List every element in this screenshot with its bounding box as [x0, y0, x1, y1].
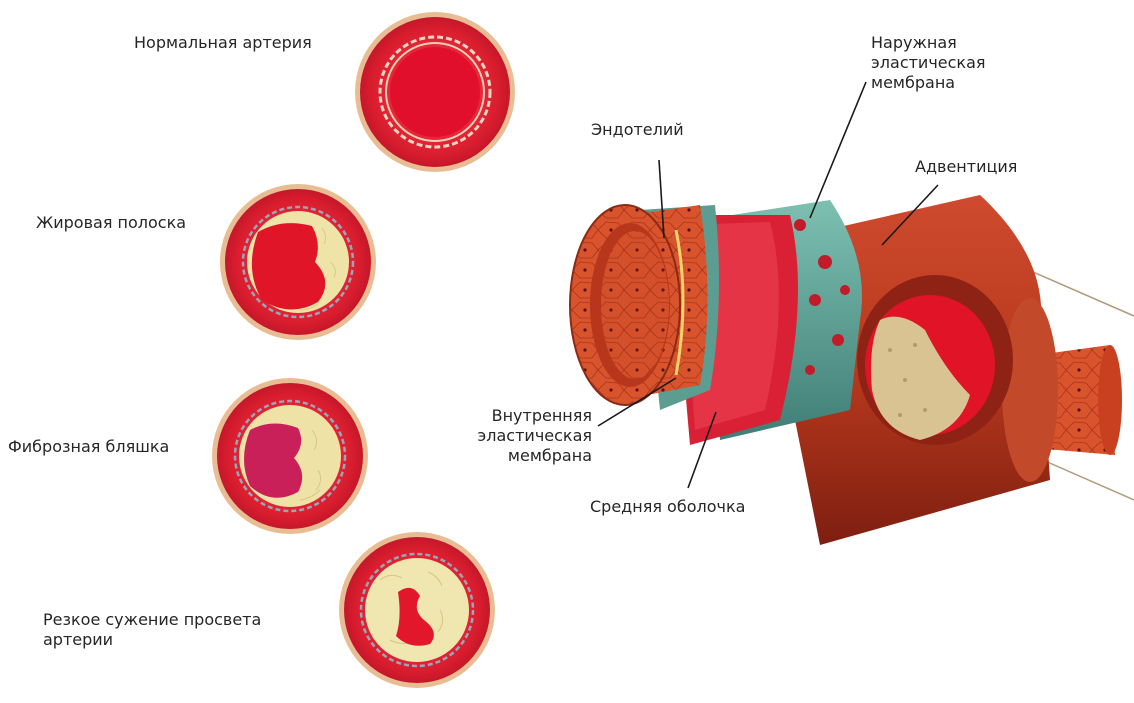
label-internal-elastic-line-3: мембрана	[440, 446, 592, 466]
label-fibrous-plaque: Фиброзная бляшка	[8, 437, 169, 457]
label-narrowing-line-2: артерии	[43, 630, 261, 650]
label-fatty-streak: Жировая полоска	[36, 213, 186, 233]
label-narrowing: Резкое сужение просвета артерии	[43, 610, 261, 650]
label-external-elastic-line-3: мембрана	[871, 73, 986, 93]
label-endothelium: Эндотелий	[591, 120, 684, 140]
label-external-elastic-line-1: Наружная	[871, 33, 986, 53]
fibrous-plaque-section	[212, 378, 368, 534]
label-adventitia: Адвентиция	[915, 157, 1017, 177]
label-external-elastic-line-2: эластическая	[871, 53, 986, 73]
leader-external-elastic	[810, 82, 866, 218]
vessel-3d	[570, 195, 1134, 545]
fatty-streak-section	[220, 184, 376, 340]
label-internal-elastic-line-1: Внутренняя	[440, 406, 592, 426]
label-narrowing-line-1: Резкое сужение просвета	[43, 610, 261, 630]
label-external-elastic: Наружная эластическая мембрана	[871, 33, 986, 93]
label-media: Средняя оболочка	[590, 497, 745, 517]
label-internal-elastic-line-2: эластическая	[440, 426, 592, 446]
normal-artery-section	[355, 12, 515, 172]
severe-narrowing-section	[339, 532, 495, 688]
label-internal-elastic: Внутренняя эластическая мембрана	[440, 406, 592, 466]
label-normal-artery: Нормальная артерия	[134, 33, 312, 53]
